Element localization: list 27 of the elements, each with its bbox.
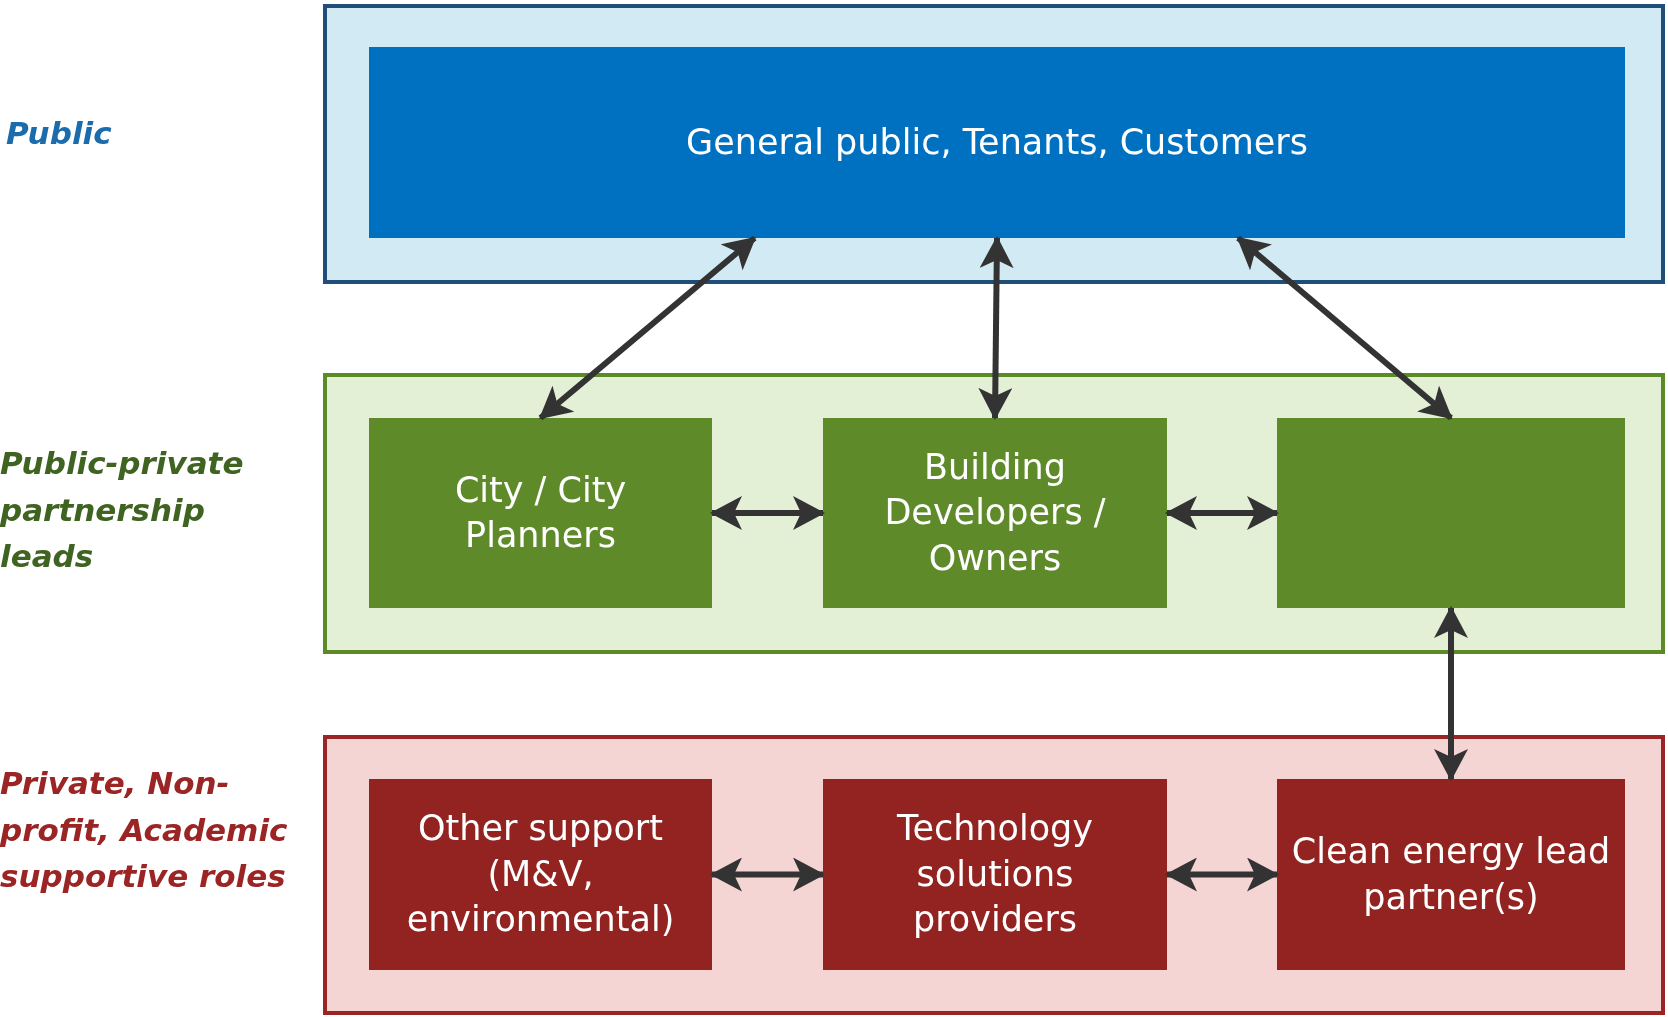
box-label: Technology solutions providers [895,807,1095,942]
role-box [823,418,1167,608]
group-band [323,373,1665,654]
box-label: General public, Tenants, Customers [686,120,1308,164]
role-box [823,779,1167,970]
role-box [369,779,712,970]
double-arrow [978,236,1014,420]
double-arrow [710,857,825,892]
tier-label: Private, Non-profit, Academic supportive roles [0,764,289,896]
role-box [1277,418,1625,608]
box-label: City / City Planners [453,468,628,557]
group-band [323,735,1665,1015]
group-band [323,4,1665,284]
double-arrow [1165,857,1279,892]
double-arrow [710,496,825,530]
double-arrow [1165,496,1279,530]
role-box [369,418,712,608]
tier-label: Public-private partnership leads [0,444,245,576]
box-label: Clean energy lead partner(s) [1290,830,1612,919]
box-label: Building Developers / Owners [883,445,1107,580]
double-arrow [1236,235,1453,421]
role-box [1277,779,1625,970]
double-arrow [1434,606,1468,781]
double-arrow [538,235,757,421]
role-box [369,47,1625,238]
tier-label: Public [6,114,113,153]
box-label: Other support (M&V, environmental) [405,807,676,942]
